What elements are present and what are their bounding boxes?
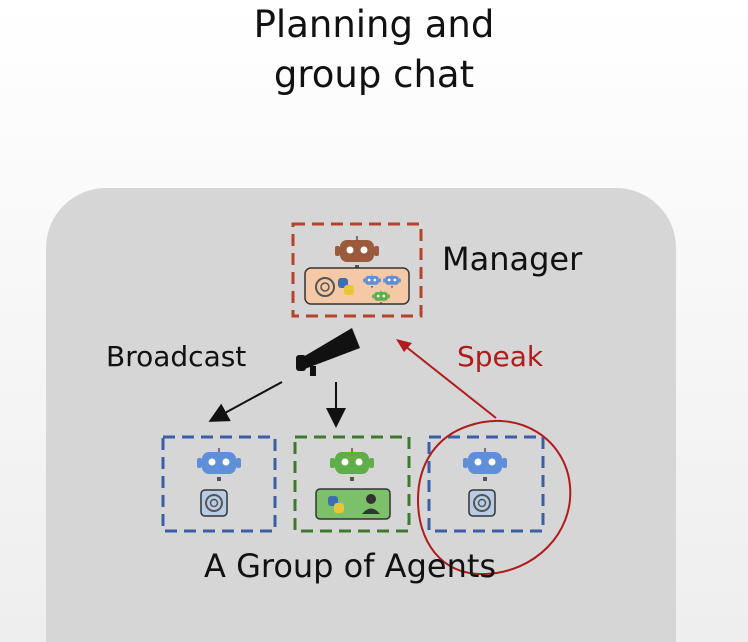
broadcast-label: Broadcast bbox=[106, 340, 247, 373]
python-icon bbox=[338, 278, 354, 295]
openai-icon bbox=[473, 494, 491, 512]
group-label: A Group of Agents bbox=[204, 547, 497, 585]
speak-arrow bbox=[396, 339, 497, 419]
manager-label: Manager bbox=[442, 240, 583, 278]
megaphone-icon bbox=[296, 328, 360, 376]
title-line-2: group chat bbox=[273, 53, 475, 96]
python-icon bbox=[328, 496, 344, 513]
robot-icon bbox=[196, 447, 242, 482]
title-line-1: Planning and bbox=[253, 3, 495, 46]
broadcast-arrow-left bbox=[208, 381, 283, 422]
agent-box-2 bbox=[293, 435, 411, 533]
openai-icon bbox=[205, 494, 223, 512]
user-icon bbox=[362, 494, 380, 514]
robot-icon bbox=[334, 235, 380, 270]
robot-icon bbox=[462, 447, 508, 482]
diagram-panel bbox=[46, 188, 676, 642]
speaker-highlight-circle bbox=[416, 420, 572, 576]
robot-icon bbox=[329, 447, 375, 482]
title: Planning and group chat bbox=[0, 0, 748, 100]
agent-box-1 bbox=[161, 435, 277, 533]
openai-icon bbox=[315, 277, 335, 297]
manager-box bbox=[291, 222, 423, 318]
speak-label: Speak bbox=[457, 340, 544, 373]
agent-box-3 bbox=[427, 435, 545, 533]
